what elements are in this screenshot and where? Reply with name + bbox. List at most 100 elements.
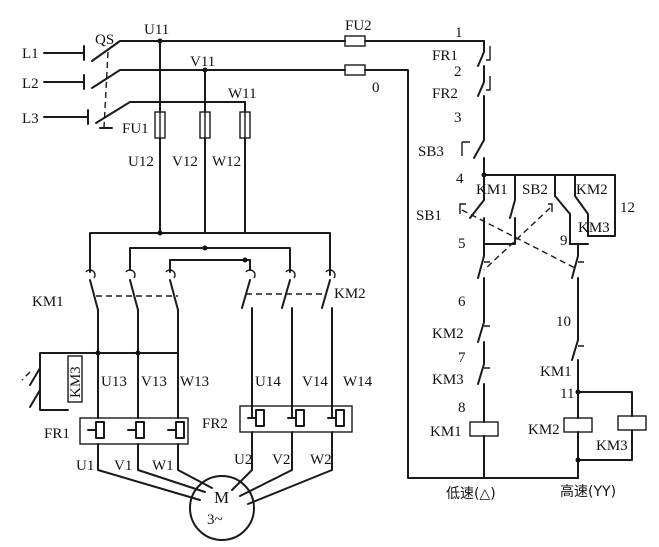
label-qs: QS [95,32,114,48]
label-fu1: FU1 [122,121,149,137]
label-high-speed: 高速(YY) [560,483,616,500]
label-node-10: 10 [556,314,571,330]
label-fr2-power: FR2 [202,416,228,432]
label-u1: U1 [76,458,94,474]
label-l2: L2 [22,76,39,92]
label-km1-power: KM1 [32,294,64,310]
label-node-11: 11 [560,386,574,402]
coil-km3 [617,415,647,431]
label-node-4: 4 [456,171,464,187]
label-w2: W2 [310,452,332,468]
label-node-9: 9 [560,233,568,249]
motor-section: U1 V1 W1 U2 V2 W2 M 3~ [76,431,333,541]
label-fr1-power: FR1 [44,426,70,442]
km3-shorting-bus [39,352,179,411]
label-node-6: 6 [458,294,466,310]
label-node-3: 3 [454,110,462,126]
control-circuit: FU2 0 1 FR1 2 FR2 3 SB3 4 SB1 KM1 SB2 KM… [159,18,647,502]
qs-blade-2 [91,69,206,89]
label-l3: L3 [22,111,39,127]
km2-holding-contact [574,174,616,237]
lead-l2 [43,74,85,90]
label-v12: V12 [172,154,198,170]
bus-1 [89,232,331,276]
qs-blade-1 [91,40,161,62]
label-node-5: 5 [458,236,466,252]
label-km1-holding: KM1 [476,182,508,198]
qs-gang-link [103,51,109,129]
sb2-interlock-link [483,207,551,271]
supply-section: L1 L2 L3 QS U11 V11 W11 FU1 U12 V12 W12 [22,22,257,234]
label-u14: U14 [255,374,281,390]
label-sb3: SB3 [418,144,444,160]
label-node-1: 1 [455,25,463,41]
label-v13: V13 [141,374,167,390]
label-v11: V11 [190,54,215,70]
label-u13: U13 [101,374,127,390]
label-v1: V1 [114,458,132,474]
label-w11: W11 [228,86,257,102]
label-coil-km2: KM2 [528,422,560,438]
label-sb1: SB1 [416,208,442,224]
label-w14: W14 [343,374,373,390]
km3-contact-box [67,355,83,403]
label-fr2-control: FR2 [432,86,458,102]
label-coil-km1: KM1 [430,424,462,440]
lead-l3 [43,109,89,125]
bus-2 [129,247,291,273]
low-branch-wire [477,243,485,423]
sb1-interlock-link [461,209,576,269]
sb1-button [469,174,485,245]
fuse-fu2-b [344,64,366,76]
label-km2-interlock: KM2 [432,326,464,342]
km2-main-contacts: KM2 [241,269,366,419]
label-u11: U11 [144,22,169,38]
label-sb2: SB2 [522,182,548,198]
coil-km2 [563,417,593,433]
control-feed-0 [204,69,485,479]
high-branch-wire [571,243,633,417]
sb3-stop-button [473,127,485,176]
label-v2: V2 [272,452,290,468]
wires-high-branch [251,307,333,419]
label-km1-interlock: KM1 [540,364,572,380]
label-w13: W13 [180,374,209,390]
power-buses [89,230,331,276]
motor-phase-label: 3~ [207,512,223,528]
sb2-button [554,174,571,245]
label-km2-holding: KM2 [576,182,608,198]
label-fr1-control: FR1 [432,48,458,64]
label-w12: W12 [212,154,241,170]
label-coil-km3: KM3 [596,438,628,454]
label-l1: L1 [22,46,39,62]
thermal-relay-fr2: FR2 [202,405,353,433]
label-node-2: 2 [454,64,462,80]
thermal-relay-fr1: FR1 [44,417,189,445]
label-low-speed: 低速(△) [446,486,496,502]
lead-l1 [43,45,85,61]
fr-nc-contacts [477,40,485,129]
qs-blade-3 [95,101,246,124]
motor-symbol [189,475,255,541]
label-u12: U12 [128,154,154,170]
label-v14: V14 [302,374,328,390]
label-node-8: 8 [458,400,466,416]
label-node-0: 0 [372,80,380,96]
fuse-fu2 [344,35,366,47]
label-km3-power: KM3 [68,366,84,398]
km3-contact-blades [29,367,41,408]
km1-main-contacts: KM1 [32,269,179,419]
km1-holding-contact [483,174,516,245]
label-km3-interlock: KM3 [432,372,464,388]
label-km2-power: KM2 [334,286,366,302]
motor-label: M [214,488,229,507]
wires-to-bus [159,137,246,234]
label-fu2: FU2 [345,18,372,34]
km3-star-contacts: KM3 [21,350,179,411]
coil-km1 [469,421,499,437]
label-u2: U2 [234,452,252,468]
label-w1: W1 [152,458,174,474]
wires-low-branch [97,309,179,419]
bus-3 [169,259,251,273]
